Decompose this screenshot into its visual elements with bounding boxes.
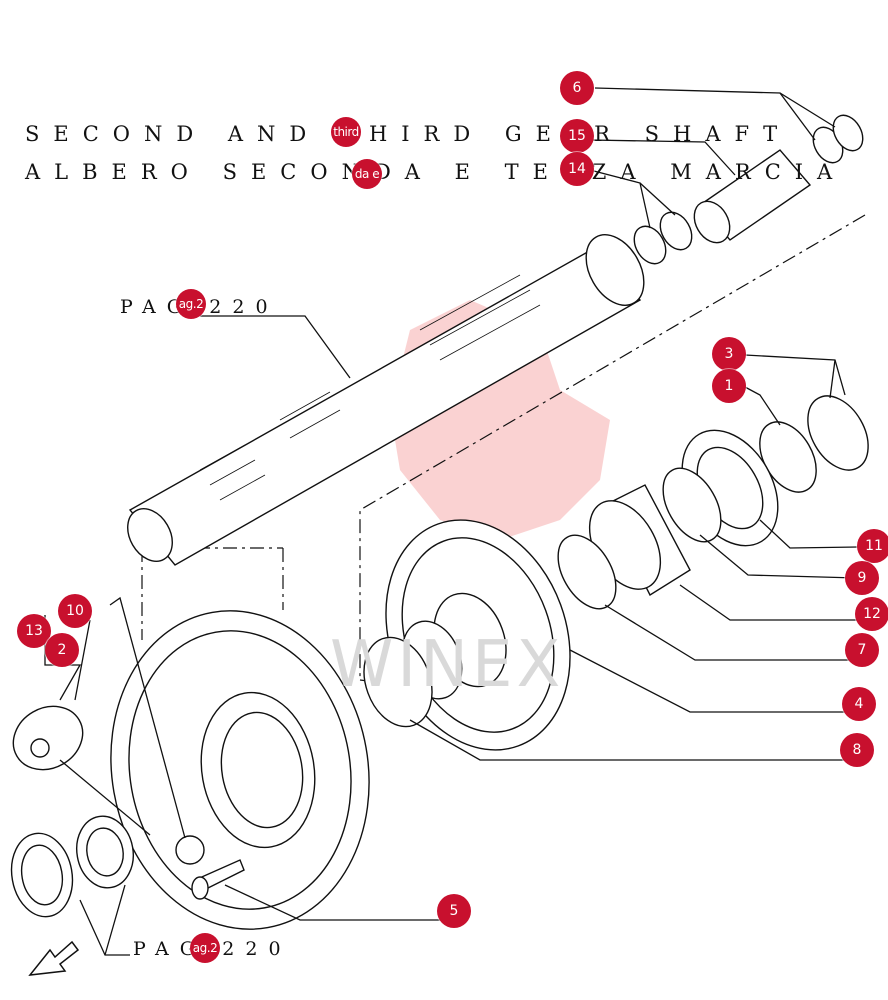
callout-2[interactable]: 2 [45, 633, 79, 667]
overlay-tag-page-top[interactable]: ag.2 [176, 289, 206, 319]
callout-7[interactable]: 7 [845, 633, 879, 667]
callout-9[interactable]: 9 [845, 561, 879, 595]
callout-8[interactable]: 8 [840, 733, 874, 767]
callout-14[interactable]: 14 [560, 152, 594, 186]
callout-10[interactable]: 10 [58, 594, 92, 628]
callout-12[interactable]: 12 [855, 597, 888, 631]
callout-4[interactable]: 4 [842, 687, 876, 721]
title-english: SECOND AND THIRD GEAR SHAFT [25, 122, 792, 146]
leader-lines [44, 87, 860, 956]
callout-13[interactable]: 13 [17, 614, 51, 648]
callout-5[interactable]: 5 [437, 894, 471, 928]
overlay-tag-page-bottom[interactable]: ag.2 [190, 933, 220, 963]
watermark-text: WINEX [330, 628, 565, 702]
center-gear [363, 519, 571, 751]
direction-arrow [28, 940, 80, 976]
callout-15[interactable]: 15 [560, 119, 594, 153]
callout-1[interactable]: 1 [712, 369, 746, 403]
overlay-tag-third[interactable]: third [331, 117, 361, 147]
bolt [191, 859, 245, 900]
overlay-tag-da-e[interactable]: da e [352, 159, 382, 189]
left-small-parts [10, 705, 205, 918]
right-bearing-group [557, 395, 869, 610]
main-shaft [127, 234, 645, 566]
callout-6[interactable]: 6 [560, 71, 594, 105]
callout-11[interactable]: 11 [857, 529, 888, 563]
shaft-end-parts [633, 114, 864, 265]
callout-3[interactable]: 3 [712, 337, 746, 371]
title-italian: ALBERO SECONDA E TERZA MARCIA [25, 160, 847, 184]
